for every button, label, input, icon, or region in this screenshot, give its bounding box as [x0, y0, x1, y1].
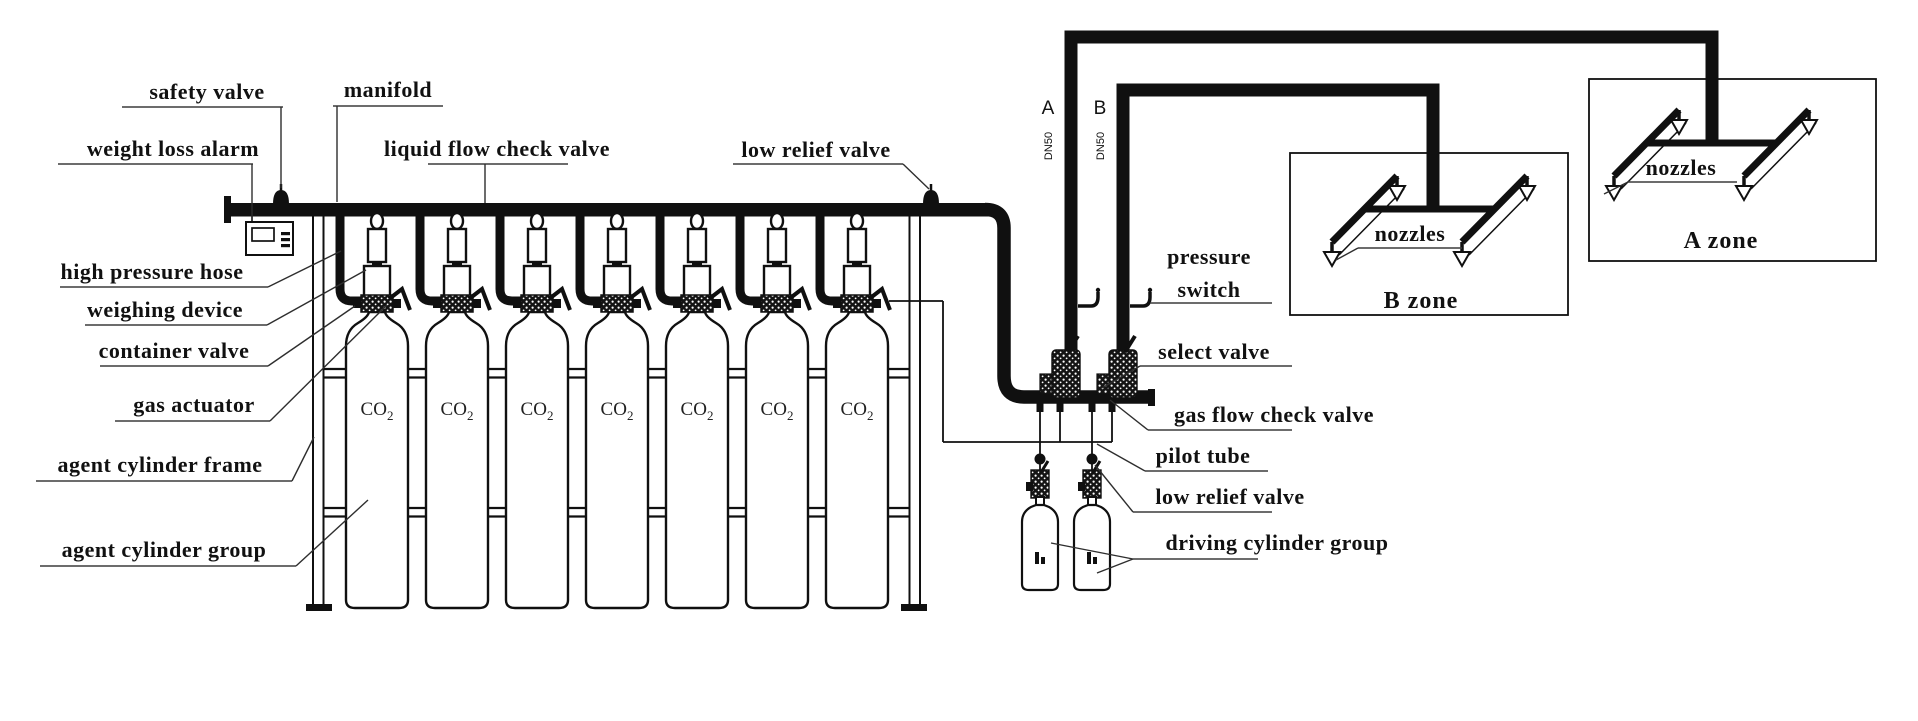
label-low-relief-valve-bottom: low relief valve	[1155, 484, 1304, 509]
co2-label: CO2	[761, 399, 794, 423]
co2-label: CO2	[361, 399, 394, 423]
label-pipe-a-size: DN50	[1043, 132, 1055, 160]
driving-cylinder-group	[1020, 440, 1112, 592]
label-high-pressure-hose: high pressure hose	[60, 259, 243, 284]
label-weighing-device: weighing device	[87, 297, 243, 322]
label-pipe-b: B	[1094, 98, 1107, 119]
low-relief-valve-top-icon	[923, 184, 939, 204]
pipe-b	[1116, 83, 1440, 358]
select-valve-1	[1039, 334, 1081, 399]
weight-loss-alarm-panel	[245, 221, 294, 256]
co2-label: CO2	[441, 399, 474, 423]
label-select-valve: select valve	[1158, 339, 1270, 364]
co2-label: CO2	[521, 399, 554, 423]
label-nozzles-b: nozzles	[1375, 221, 1446, 246]
label-pressure-switch-2: switch	[1178, 277, 1241, 302]
label-container-valve: container valve	[99, 338, 250, 363]
label-weight-loss-alarm: weight loss alarm	[87, 136, 259, 161]
label-manifold: manifold	[344, 77, 432, 102]
pipe-a	[1064, 30, 1719, 358]
label-gas-flow-check-valve: gas flow check valve	[1174, 402, 1374, 427]
driving-cylinder-2	[1072, 440, 1112, 592]
label-driving-cylinder-group: driving cylinder group	[1166, 530, 1389, 555]
label-nozzles-a: nozzles	[1646, 155, 1717, 180]
label-pipe-a: A	[1042, 98, 1055, 119]
frame-foot-left	[306, 604, 332, 611]
gas-flow-check-valve-icon	[1108, 403, 1116, 412]
gas-flow-check-valve-icon	[1036, 403, 1044, 412]
select-valve-2	[1096, 334, 1138, 399]
label-pipe-b-size: DN50	[1095, 132, 1107, 160]
label-gas-actuator: gas actuator	[133, 392, 254, 417]
co2-labels: CO2 CO2 CO2 CO2 CO2 CO2 CO2	[361, 399, 874, 423]
label-zone-b: B zone	[1384, 288, 1459, 314]
pilot-tube-lines	[889, 300, 1116, 443]
label-pilot-tube: pilot tube	[1156, 443, 1251, 468]
label-liquid-flow-check-valve: liquid flow check valve	[384, 136, 610, 161]
label-low-relief-valve-top: low relief valve	[741, 137, 890, 162]
driving-cylinder-1	[1020, 440, 1060, 592]
co2-label: CO2	[681, 399, 714, 423]
pressure-switch-a-icon	[1078, 287, 1101, 308]
label-agent-cylinder-frame: agent cylinder frame	[57, 452, 262, 477]
gas-flow-check-valve-icon	[1056, 403, 1064, 412]
label-agent-cylinder-group: agent cylinder group	[62, 537, 267, 562]
label-zone-a: A zone	[1684, 228, 1759, 254]
zone-a-box	[1588, 78, 1877, 262]
co2-label: CO2	[841, 399, 874, 423]
co2-label: CO2	[601, 399, 634, 423]
label-leader-lines	[36, 105, 1737, 574]
label-safety-valve: safety valve	[149, 79, 264, 104]
pressure-switch-b-icon	[1130, 287, 1153, 308]
gas-flow-check-valve-icon	[1088, 403, 1096, 412]
frame-foot-right	[901, 604, 927, 611]
label-pressure-switch-1: pressure	[1167, 244, 1251, 269]
